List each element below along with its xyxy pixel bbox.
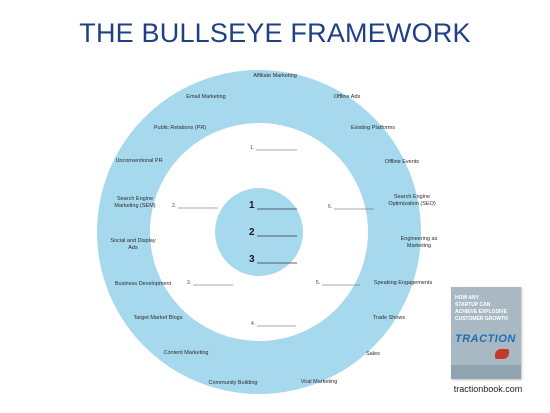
runner-icon xyxy=(495,349,509,359)
middle-blank-number: 4. xyxy=(251,321,255,327)
channel-label: Business Development xyxy=(115,281,172,287)
channel-label: Existing Platforms xyxy=(351,125,395,131)
channel-label: Community Building xyxy=(209,380,258,386)
book-title: TRACTION xyxy=(455,333,516,345)
book-tagline: CUSTOMER GROWTH xyxy=(455,316,508,322)
channel-label: Speaking Engagements xyxy=(374,280,433,286)
channel-label: Email Marketing xyxy=(186,94,225,100)
middle-blank-number: 1. xyxy=(250,145,254,151)
website-url[interactable]: tractionbook.com xyxy=(453,384,523,394)
middle-blank-number: 2. xyxy=(172,203,176,209)
channel-label: Viral Marketing xyxy=(301,379,338,385)
book-tagline: HOW ANY xyxy=(455,295,479,301)
inner-circle xyxy=(215,188,303,276)
book-tagline: STARTUP CAN xyxy=(455,302,491,308)
channel-label: Ads xyxy=(128,245,138,251)
channel-label: Search Engine xyxy=(394,194,430,200)
book-footer-band xyxy=(451,365,521,379)
middle-blank-number: 6. xyxy=(328,204,332,210)
channel-label: Marketing xyxy=(407,243,431,249)
channel-label: Marketing (SEM) xyxy=(114,203,155,209)
channel-label: Offline Ads xyxy=(334,94,361,100)
channel-label: Sales xyxy=(366,351,380,357)
page-title: THE BULLSEYE FRAMEWORK xyxy=(79,18,471,48)
channel-label: Social and Display xyxy=(110,238,155,244)
channel-label: Optimization (SEO) xyxy=(388,201,436,207)
channel-label: Offline Events xyxy=(385,159,419,165)
channel-label: Affiliate Marketing xyxy=(253,73,297,79)
channel-label: Unconventional PR xyxy=(115,158,162,164)
traction-book-cover: HOW ANY STARTUP CAN ACHIEVE EXPLOSIVE CU… xyxy=(451,287,521,379)
middle-blank-number: 5. xyxy=(316,280,320,286)
channel-label: Content Marketing xyxy=(164,350,209,356)
middle-blank-number: 3. xyxy=(187,280,191,286)
channel-label: Trade Shows xyxy=(373,315,405,321)
book-tagline: ACHIEVE EXPLOSIVE xyxy=(455,309,507,315)
inner-blank-number: 3 xyxy=(249,254,255,265)
channel-label: Search Engine xyxy=(117,196,153,202)
inner-blank-number: 2 xyxy=(249,227,255,238)
channel-label: Target Market Blogs xyxy=(134,315,183,321)
channel-label: Engineering as xyxy=(401,236,438,242)
channel-label: Public Relations (PR) xyxy=(154,125,206,131)
inner-blank-number: 1 xyxy=(249,200,255,211)
